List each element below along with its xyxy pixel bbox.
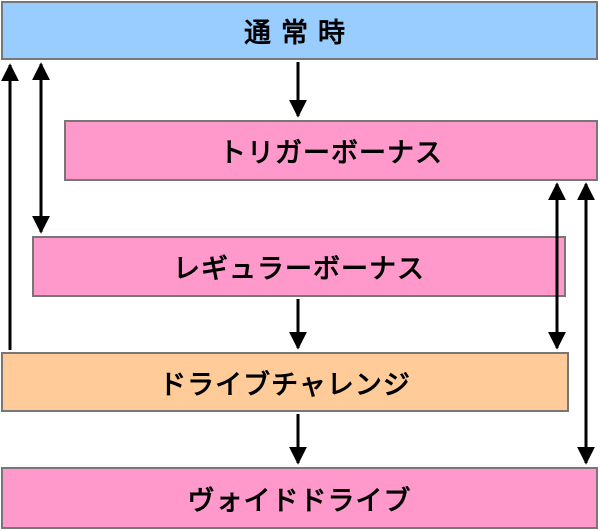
box-normal-state: 通常時 [1, 1, 598, 60]
box-void-drive-label: ヴォイドドライブ [187, 485, 412, 517]
box-void-drive: ヴォイドドライブ [1, 467, 598, 529]
box-regular-bonus-label: レギュラーボーナス [173, 254, 425, 285]
box-drive-challenge-label: ドライブチャレンジ [159, 369, 411, 401]
box-trigger-bonus: トリガーボーナス [64, 120, 598, 181]
box-drive-challenge: ドライブチャレンジ [1, 352, 569, 412]
box-normal-state-label: 通常時 [244, 18, 355, 49]
box-regular-bonus: レギュラーボーナス [32, 236, 566, 297]
box-trigger-bonus-label: トリガーボーナス [219, 138, 443, 169]
